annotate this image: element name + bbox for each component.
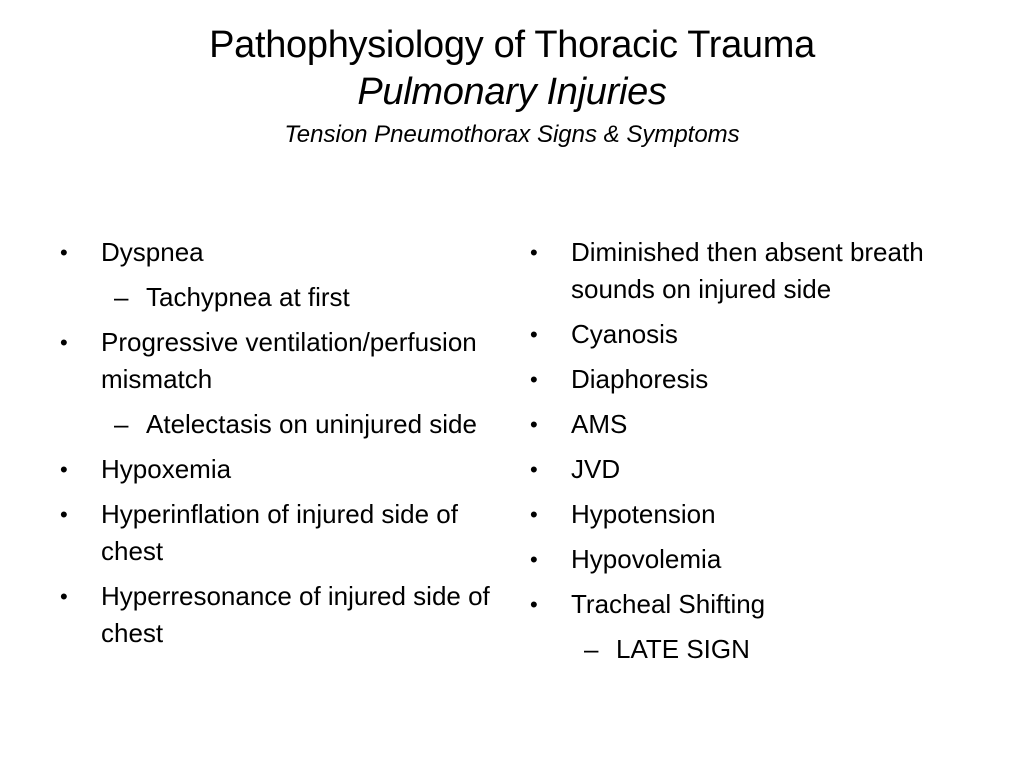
bullet-text: Diminished then absent breath sounds on … [571, 237, 924, 304]
bullet-text: Cyanosis [571, 319, 678, 349]
bullet-item: • Dyspnea [56, 234, 496, 271]
bullet-item: • JVD [526, 451, 966, 488]
bullet-text: Progressive ventilation/perfusion mismat… [101, 327, 477, 394]
left-bullet-list: •Dyspnea–Tachypnea at first•Progressive … [56, 234, 496, 660]
bullet-marker: • [530, 592, 538, 617]
bullet-marker: • [60, 457, 68, 482]
bullet-marker: • [530, 502, 538, 527]
bullet-text: AMS [571, 409, 628, 439]
bullet-text: Hypoxemia [101, 454, 232, 484]
bullet-marker: • [60, 502, 68, 527]
bullet-item: • Hypovolemia [526, 541, 966, 578]
bullet-item: • Diaphoresis [526, 361, 966, 398]
bullet-marker: • [60, 240, 68, 265]
dash-marker: – [114, 409, 129, 439]
bullet-item: • Hyperresonance of injured side of chest [56, 578, 496, 652]
bullet-marker: • [530, 322, 538, 347]
sub-bullet-item: –LATE SIGN [526, 631, 966, 668]
bullet-text: JVD [571, 454, 621, 484]
title-subtitle: Pulmonary Injuries [357, 71, 667, 113]
dash-marker: – [114, 282, 129, 312]
bullet-item: • Cyanosis [526, 316, 966, 353]
bullet-item: • Progressive ventilation/perfusion misma… [56, 324, 496, 398]
slide-title: Pathophysiology of Thoracic Trauma Pulmo… [40, 22, 984, 152]
right-bullet-list: • Diminished then absent breath sounds on… [526, 234, 966, 676]
bullet-text: LATE SIGN [616, 634, 750, 664]
bullet-item: • Tracheal Shifting [526, 586, 966, 623]
dash-marker: – [584, 634, 599, 664]
bullet-text: Diaphoresis [571, 364, 709, 394]
title-subheading: Tension Pneumothorax Signs & Symptoms [284, 121, 740, 148]
bullet-item: • AMS [526, 406, 966, 443]
bullet-item: • Hyperinflation of injured side of chest [56, 496, 496, 570]
bullet-text: Tachypnea at first [146, 282, 350, 312]
bullet-text: Hyperresonance of injured side of chest [101, 581, 490, 648]
bullet-marker: • [530, 547, 538, 572]
bullet-text: Dyspnea [101, 237, 204, 267]
bullet-text: Hypovolemia [571, 544, 722, 574]
bullet-item: • Diminished then absent breath sounds on… [526, 234, 966, 308]
bullet-item: • Hypotension [526, 496, 966, 533]
sub-bullet-item: –Tachypnea at first [56, 279, 496, 316]
sub-bullet-item: –Atelectasis on uninjured side [56, 406, 496, 443]
bullet-marker: • [530, 240, 538, 265]
bullet-marker: • [530, 367, 538, 392]
bullet-text: Hypotension [571, 499, 716, 529]
bullet-item: • Hypoxemia [56, 451, 496, 488]
bullet-text: Tracheal Shifting [571, 589, 766, 619]
bullet-text: Hyperinflation of injured side of chest [101, 499, 458, 566]
bullet-marker: • [60, 330, 68, 355]
bullet-marker: • [530, 457, 538, 482]
bullet-marker: • [60, 584, 68, 609]
title-main: Pathophysiology of Thoracic Trauma [209, 24, 815, 66]
bullet-text: Atelectasis on uninjured side [146, 409, 477, 439]
bullet-marker: • [530, 412, 538, 437]
